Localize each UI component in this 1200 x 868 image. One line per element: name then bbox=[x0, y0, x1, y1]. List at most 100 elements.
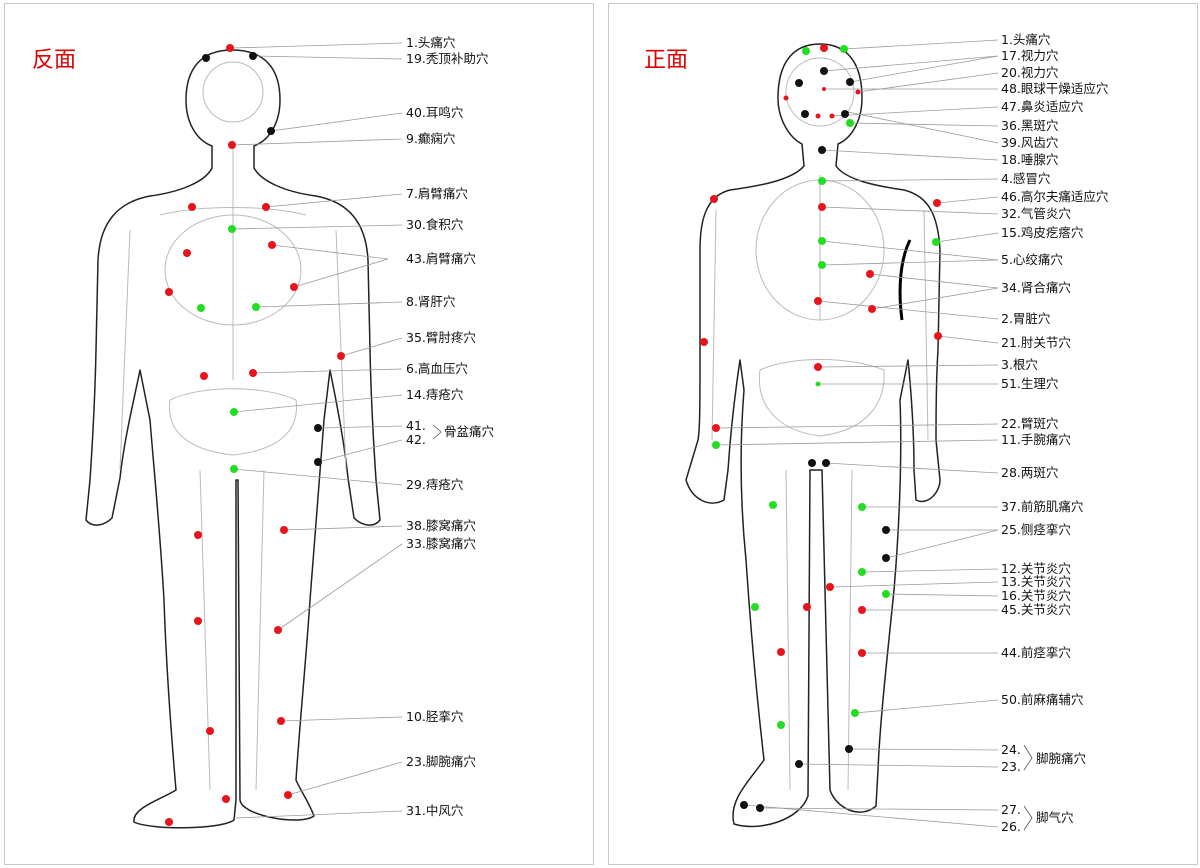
green-acupoint-marker bbox=[882, 590, 890, 598]
back-ribcage bbox=[164, 214, 302, 326]
green-acupoint-marker bbox=[197, 304, 205, 312]
back-label-19: 19.秃顶补助穴 bbox=[406, 51, 489, 66]
back-label-1: 1.头痛穴 bbox=[406, 35, 456, 50]
leader-line bbox=[817, 364, 999, 368]
black-acupoint-marker bbox=[795, 760, 803, 768]
leader-line bbox=[715, 439, 999, 446]
green-acupoint-marker bbox=[815, 381, 821, 387]
black-acupoint-marker bbox=[795, 79, 803, 87]
leader-line bbox=[821, 259, 999, 266]
back-pelvis bbox=[169, 388, 297, 456]
back-view-panel bbox=[4, 3, 594, 865]
leader-line bbox=[829, 581, 999, 588]
leader-line bbox=[317, 425, 403, 429]
label-brackets bbox=[432, 424, 1033, 831]
red-acupoint-marker bbox=[829, 113, 835, 119]
leader-line bbox=[271, 244, 389, 260]
green-acupoint-marker bbox=[230, 465, 238, 473]
red-acupoint-marker bbox=[337, 352, 345, 360]
red-acupoint-marker bbox=[194, 617, 202, 625]
red-acupoint-marker bbox=[777, 648, 785, 656]
red-acupoint-marker bbox=[188, 203, 196, 211]
green-acupoint-marker bbox=[802, 47, 810, 55]
green-acupoint-marker bbox=[818, 177, 826, 185]
red-acupoint-marker bbox=[262, 203, 270, 211]
leader-line bbox=[821, 149, 999, 161]
front-leg-bones bbox=[785, 469, 853, 791]
leader-line bbox=[317, 439, 403, 463]
front-label-16: 16.关节炎穴 bbox=[1001, 588, 1071, 603]
leader-line bbox=[252, 368, 403, 374]
leader-line bbox=[715, 423, 999, 429]
red-acupoint-marker bbox=[815, 113, 821, 119]
red-acupoint-marker bbox=[803, 603, 811, 611]
back-label-9: 9.癫痫穴 bbox=[406, 131, 456, 146]
red-acupoint-marker bbox=[868, 305, 876, 313]
leader-line bbox=[340, 337, 403, 357]
red-acupoint-marker bbox=[814, 363, 822, 371]
red-acupoint-marker bbox=[820, 44, 828, 52]
green-acupoint-marker bbox=[230, 408, 238, 416]
red-acupoint-marker bbox=[814, 297, 822, 305]
black-acupoint-marker bbox=[846, 78, 854, 86]
leader-line bbox=[759, 807, 999, 811]
front-body-figure bbox=[685, 43, 941, 828]
front-label-15: 15.鸡皮疙瘩穴 bbox=[1001, 225, 1084, 240]
red-acupoint-marker bbox=[858, 649, 866, 657]
front-label-39: 39.风齿穴 bbox=[1001, 135, 1059, 150]
red-acupoint-marker bbox=[783, 95, 789, 101]
black-acupoint-marker bbox=[314, 458, 322, 466]
red-acupoint-marker bbox=[165, 288, 173, 296]
green-acupoint-marker bbox=[858, 568, 866, 576]
red-acupoint-marker bbox=[822, 87, 826, 91]
red-acupoint-marker bbox=[200, 372, 208, 380]
front-label-22: 22.臂斑穴 bbox=[1001, 416, 1059, 431]
red-acupoint-marker bbox=[855, 89, 861, 95]
leader-line bbox=[270, 112, 403, 132]
front-label-13: 13.关节炎穴 bbox=[1001, 574, 1071, 589]
green-acupoint-marker bbox=[777, 721, 785, 729]
green-acupoint-marker bbox=[252, 303, 260, 311]
front-acupoints bbox=[700, 44, 942, 812]
leader-line bbox=[817, 300, 999, 320]
front-label-32: 32.气管炎穴 bbox=[1001, 206, 1071, 221]
red-acupoint-marker bbox=[818, 203, 826, 211]
black-acupoint-marker bbox=[818, 146, 826, 154]
leader-line bbox=[235, 810, 403, 819]
back-label-8: 8.肾肝穴 bbox=[406, 294, 456, 309]
front-label-45: 45.关节炎穴 bbox=[1001, 602, 1071, 617]
red-acupoint-marker bbox=[290, 283, 298, 291]
green-acupoint-marker bbox=[751, 603, 759, 611]
leader-line bbox=[935, 232, 999, 243]
front-label-11: 11.手腕痛穴 bbox=[1001, 432, 1071, 447]
front-label-2: 2.胃脏穴 bbox=[1001, 311, 1051, 326]
leader-line bbox=[821, 206, 999, 215]
leader-line bbox=[287, 761, 403, 796]
black-acupoint-marker bbox=[249, 52, 257, 60]
leader-line bbox=[861, 568, 999, 573]
leader-line bbox=[848, 748, 999, 751]
back-label-23: 23.脚腕痛穴 bbox=[406, 754, 476, 769]
red-acupoint-marker bbox=[934, 332, 942, 340]
front-skull bbox=[785, 57, 855, 127]
red-acupoint-marker bbox=[284, 791, 292, 799]
back-label-7: 7.肩臂痛穴 bbox=[406, 186, 468, 201]
front-label-1: 1.头痛穴 bbox=[1001, 32, 1051, 47]
red-acupoint-marker bbox=[222, 795, 230, 803]
leader-line bbox=[936, 196, 999, 204]
back-label-10: 10.胫挛穴 bbox=[406, 709, 464, 724]
front-label-34: 34.肾合痛穴 bbox=[1001, 280, 1071, 295]
back-label-35: 35.臂肘疼穴 bbox=[406, 330, 476, 345]
front-label-46: 46.高尔夫痛适应穴 bbox=[1001, 189, 1109, 204]
back-leg-bones bbox=[199, 469, 265, 791]
leader-line bbox=[293, 258, 389, 288]
leader-line bbox=[233, 394, 403, 413]
back-label-29: 29.痔疮穴 bbox=[406, 477, 464, 492]
back-acupoints bbox=[165, 44, 345, 826]
leader-line bbox=[885, 593, 999, 597]
red-acupoint-marker bbox=[700, 338, 708, 346]
red-acupoint-marker bbox=[826, 583, 834, 591]
red-acupoint-marker bbox=[277, 717, 285, 725]
back-view-title: 反面 bbox=[32, 48, 77, 73]
